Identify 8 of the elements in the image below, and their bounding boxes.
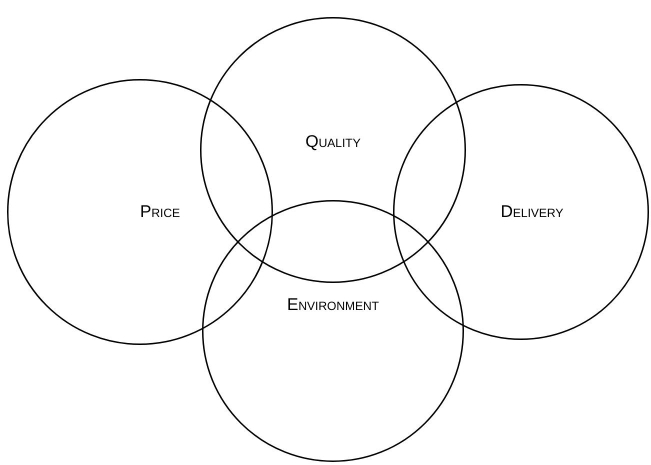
venn-circle [202, 200, 464, 462]
venn-circle [200, 17, 466, 283]
circle-label: Delivery [500, 202, 564, 222]
circle-label: Environment [287, 295, 379, 315]
circle-label: Price [140, 202, 180, 222]
venn-circle [393, 84, 649, 340]
circle-label: Quality [305, 132, 361, 152]
venn-circle [7, 79, 273, 345]
